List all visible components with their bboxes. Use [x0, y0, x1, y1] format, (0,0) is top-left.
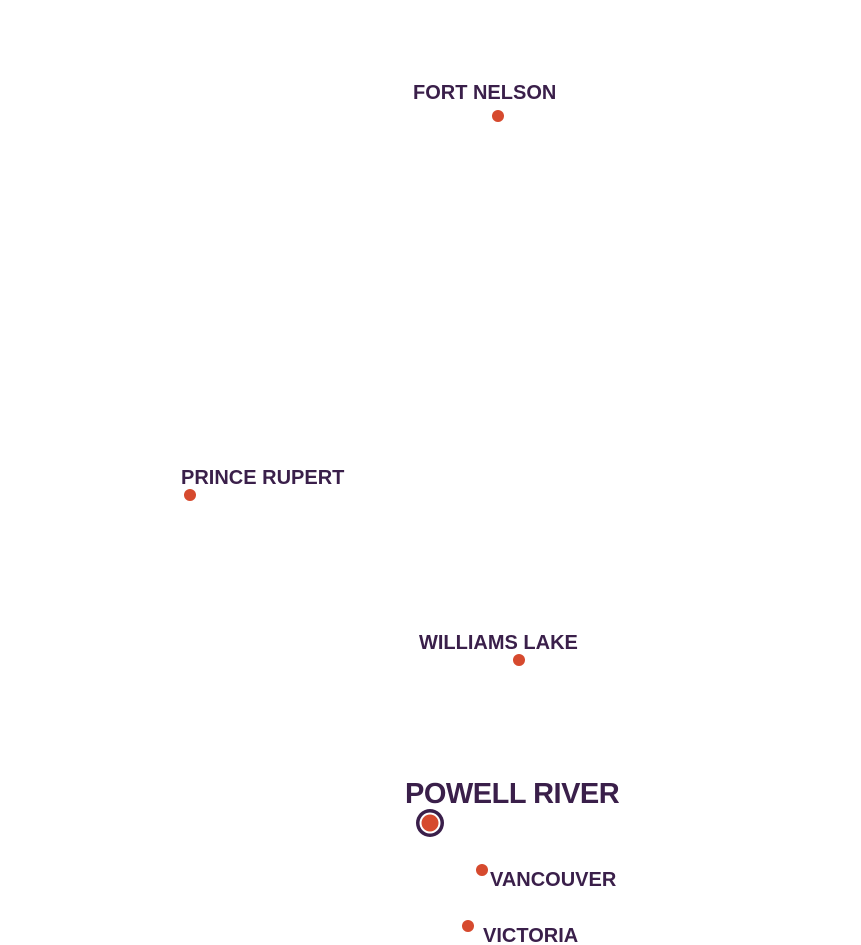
vancouver-island	[254, 750, 466, 928]
border-alaska	[12, 96, 212, 470]
haida-gwaii	[72, 498, 162, 652]
border-rockies	[606, 385, 852, 868]
powell-river-label: POWELL RIVER	[405, 778, 620, 810]
victoria-label: VICTORIA	[483, 925, 578, 945]
hwy-yellowhead-east	[492, 514, 606, 546]
vancouver-marker[interactable]	[476, 864, 488, 876]
hwy-revelstoke	[642, 660, 720, 738]
hwy-kootenay-b	[606, 770, 716, 866]
hwy-stewart-cassiar	[186, 10, 272, 440]
powell-river-marker[interactable]	[416, 809, 444, 837]
victoria-marker[interactable]	[462, 920, 474, 932]
city-markers	[184, 110, 525, 932]
hwy-cariboo-east	[508, 586, 642, 870]
hwy-kootenay-a	[546, 716, 780, 770]
coastline	[72, 436, 478, 928]
province-border	[12, 10, 852, 884]
hwy-crowsnest	[480, 860, 830, 868]
prince-rupert-label: PRINCE RUPERT	[181, 467, 344, 489]
hwy-alberta-link	[492, 386, 548, 404]
prince-rupert-marker[interactable]	[184, 489, 196, 501]
coast-inlets-a	[196, 500, 404, 778]
hwy-97-north	[478, 116, 524, 520]
fort-nelson-label: FORT NELSON	[413, 82, 556, 104]
williams-lake-label: WILLIAMS LAKE	[419, 632, 578, 654]
fort-nelson-marker[interactable]	[492, 110, 504, 122]
williams-lake-marker[interactable]	[513, 654, 525, 666]
hwy-alaska-east	[524, 374, 608, 384]
powell-river-dot	[421, 814, 439, 832]
hwy-97-south	[492, 528, 548, 872]
city-labels: FORT NELSON PRINCE RUPERT WILLIAMS LAKE …	[181, 82, 620, 945]
hwy-coquihalla	[480, 760, 546, 868]
vancouver-label: VANCOUVER	[490, 869, 617, 891]
hwy-kootenay-c	[656, 724, 812, 858]
